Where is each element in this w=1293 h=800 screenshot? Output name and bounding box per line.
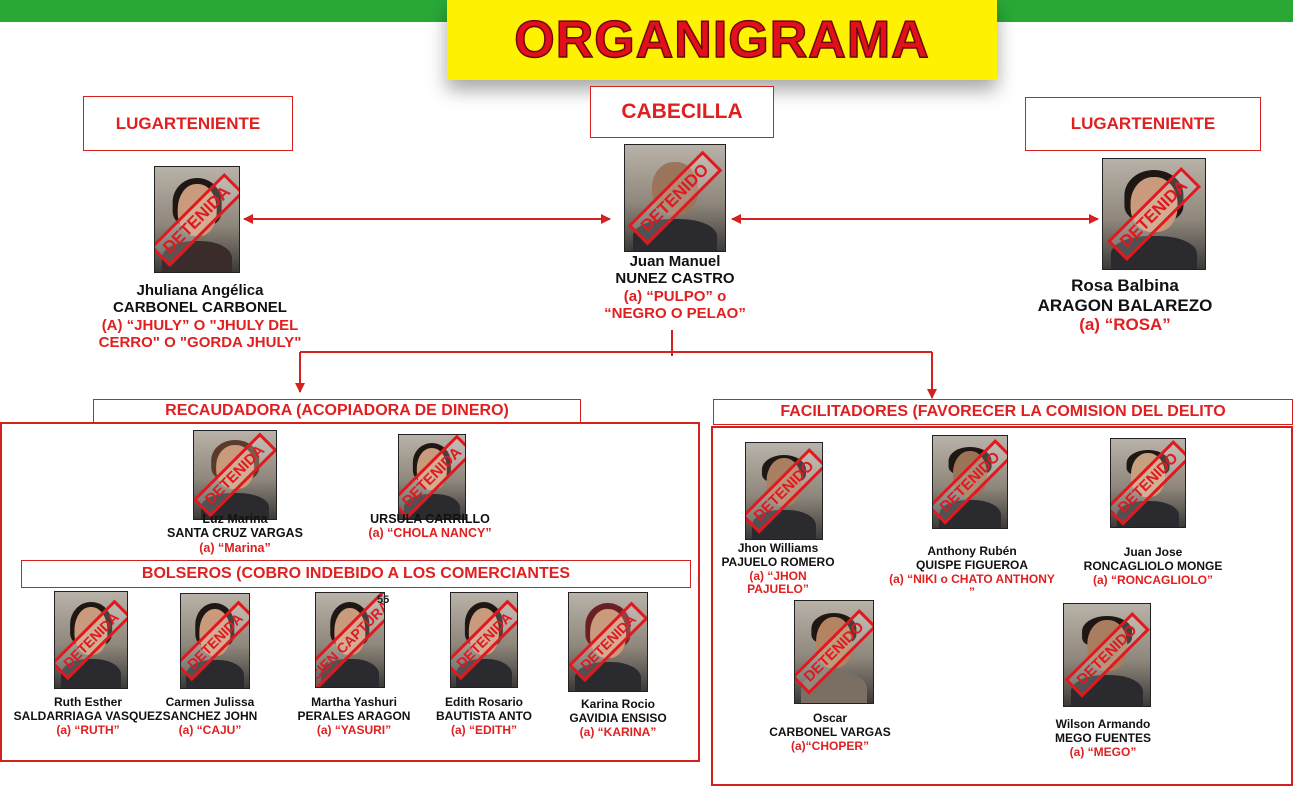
leader-surname: NUNEZ CASTRO xyxy=(615,270,735,288)
recaudadora-photo-2: DETENIDA xyxy=(398,434,466,520)
lieutenant-left-name: Jhuliana Angélica CARBONEL CARBONEL (A) … xyxy=(50,282,350,351)
member-first-name: Anthony Rubén xyxy=(927,544,1017,558)
facilitador-photo-3: DETENIDO xyxy=(1110,438,1186,528)
title-banner: ORGANIGRAMA xyxy=(447,0,997,80)
member-surname: SALDARRIAGA VASQUEZ xyxy=(13,708,163,723)
member-surname: CARBONEL VARGAS xyxy=(769,724,891,739)
member-alias-1: (a) “MEGO” xyxy=(1069,744,1137,759)
facilitador-photo-4: DETENIDO xyxy=(794,600,874,704)
bolsero-photo-4: DETENIDA xyxy=(450,592,518,688)
member-alias: (a) “RUTH” xyxy=(56,722,120,737)
facilitador-member-2: Anthony Rubén QUISPE FIGUEROA (a) “NIKI … xyxy=(874,544,1070,600)
lieutenant-left-surname: CARBONEL CARBONEL xyxy=(113,299,287,317)
lieutenant-left-first-name: Jhuliana Angélica xyxy=(136,282,264,299)
bolsero-photo-3: RECIEN CAPTURADA xyxy=(315,592,385,688)
leader-photo: DETENIDO xyxy=(624,144,726,252)
lieutenant-right-surname: ARAGON BALAREZO xyxy=(1037,295,1213,315)
leader-first-name: Juan Manuel xyxy=(629,253,721,270)
member-alias: (a) “Marina” xyxy=(199,540,271,555)
role-lieutenant-right-box: LUGARTENIENTE xyxy=(1025,97,1261,151)
section-bolseros: BOLSEROS (COBRO INDEBIDO A LOS COMERCIAN… xyxy=(21,560,691,588)
lieutenant-left-photo: DETENIDA xyxy=(154,166,240,273)
bolsero-member-1: Ruth Esther SALDARRIAGA VASQUEZ (a) “RUT… xyxy=(0,695,176,737)
page-title: ORGANIGRAMA xyxy=(514,10,930,70)
member-surname: BAUTISTA ANTO xyxy=(436,708,532,723)
member-surname: SANTA CRUZ VARGAS xyxy=(167,526,303,541)
leader-name: Juan Manuel NUNEZ CASTRO (a) “PULPO” o “… xyxy=(560,253,790,322)
recaudadora-member-2: URSULA CARRILLO (a) “CHOLA NANCY” xyxy=(330,512,530,541)
bolsero-photo-2: DETENIDA xyxy=(180,593,250,689)
member-first-name: Juan Jose xyxy=(1123,545,1183,559)
header-green-bar-left xyxy=(0,0,450,22)
member-surname: GAVIDIA ENSISO xyxy=(569,710,667,725)
role-leader-box: CABECILLA xyxy=(590,86,774,138)
facilitador-member-5: Wilson Armando MEGO FUENTES (a) “MEGO” xyxy=(1030,717,1176,759)
section-facilitadores: FACILITADORES (FAVORECER LA COMISION DEL… xyxy=(713,399,1293,425)
member-first-name: Luz Marina xyxy=(202,512,268,526)
header-green-bar-right xyxy=(995,0,1293,22)
bolsero-photo-1: DETENIDA xyxy=(54,591,128,689)
lieutenant-right-name: Rosa Balbina ARAGON BALAREZO (a) “ROSA” xyxy=(1010,276,1240,335)
member-alias-1: (a) “JHON xyxy=(749,568,807,583)
facilitador-photo-5: DETENIDO xyxy=(1063,603,1151,707)
facilitador-photo-1: DETENIDO xyxy=(745,442,823,540)
section-recaudadora: RECAUDADORA (ACOPIADORA DE DINERO) xyxy=(93,399,581,423)
bolsero-photo-5: DETENIDA xyxy=(568,592,648,692)
member-alias: (a) “YASURI” xyxy=(316,722,392,737)
member-surname: QUISPE FIGUEROA xyxy=(915,557,1028,572)
recaudadora-member-1: Luz Marina SANTA CRUZ VARGAS (a) “Marina… xyxy=(120,512,350,555)
member-first-name: Oscar xyxy=(812,711,848,725)
member-alias: (a) “CAJU” xyxy=(178,722,242,737)
member-alias: (a) “EDITH” xyxy=(451,722,517,737)
member-first-name: Jhon Williams xyxy=(737,541,819,555)
member-first-name: Edith Rosario xyxy=(444,695,523,709)
facilitador-member-3: Juan Jose RONCAGLIOLO MONGE (a) “RONCAGL… xyxy=(1070,545,1236,587)
facilitadores-frame xyxy=(711,426,1293,786)
member-first-name: Wilson Armando xyxy=(1055,717,1151,731)
leader-alias-2: “NEGRO O PELAO” xyxy=(604,304,746,322)
recaudadora-frame xyxy=(0,422,700,762)
member-surname: PERALES ARAGON xyxy=(297,708,411,723)
member-first-name: Ruth Esther xyxy=(53,695,122,709)
member-first-name: Martha Yashuri xyxy=(311,695,397,709)
member-surname: SANCHEZ JOHN xyxy=(162,708,258,723)
member-first-name: Carmen Julissa xyxy=(165,695,255,709)
member-alias: (a) “KARINA” xyxy=(579,724,657,739)
member-surname: PAJUELO ROMERO xyxy=(721,554,835,569)
facilitador-member-1: Jhon Williams PAJUELO ROMERO (a) “JHON P… xyxy=(700,541,856,597)
member-surname: URSULA CARRILLO xyxy=(370,512,490,526)
member-alias-1: (a) “RONCAGLIOLO” xyxy=(1093,572,1213,587)
bolsero-member-5: Karina Rocio GAVIDIA ENSISO (a) “KARINA” xyxy=(548,697,688,739)
facilitador-member-4: Oscar CARBONEL VARGAS (a)“CHOPER” xyxy=(750,711,910,753)
facilitador-photo-2: DETENIDO xyxy=(932,435,1008,529)
lieutenant-right-first-name: Rosa Balbina xyxy=(1071,276,1179,295)
bolsero-member-4: Edith Rosario BAUTISTA ANTO (a) “EDITH” xyxy=(424,695,544,737)
member-alias: (a) “CHOLA NANCY” xyxy=(368,526,492,541)
photo-badge-number: 55 xyxy=(377,594,390,606)
lieutenant-left-alias-1: (A) “JHULY” O "JHULY DEL xyxy=(101,316,299,334)
member-alias-2: PAJUELO” xyxy=(747,582,809,597)
bolsero-member-2: Carmen Julissa SANCHEZ JOHN (a) “CAJU” xyxy=(150,695,270,737)
member-first-name: Karina Rocio xyxy=(580,697,655,711)
lieutenant-right-photo: DETENIDA xyxy=(1102,158,1206,270)
recaudadora-photo-1: DETENIDA xyxy=(193,430,277,520)
member-surname: MEGO FUENTES xyxy=(1054,730,1151,745)
member-alias-1: (a) “NIKI o CHATO ANTHONY xyxy=(889,571,1055,586)
lieutenant-left-alias-2: CERRO" O "GORDA JHULY" xyxy=(98,333,302,351)
member-alias-2: ” xyxy=(969,585,975,600)
bolsero-member-3: Martha Yashuri PERALES ARAGON (a) “YASUR… xyxy=(284,695,424,737)
member-surname: RONCAGLIOLO MONGE xyxy=(1083,558,1223,573)
leader-alias-1: (a) “PULPO” o xyxy=(623,287,727,305)
member-alias-1: (a)“CHOPER” xyxy=(790,738,869,753)
role-lieutenant-left-box: LUGARTENIENTE xyxy=(83,96,293,151)
lieutenant-right-alias: (a) “ROSA” xyxy=(1079,315,1171,335)
